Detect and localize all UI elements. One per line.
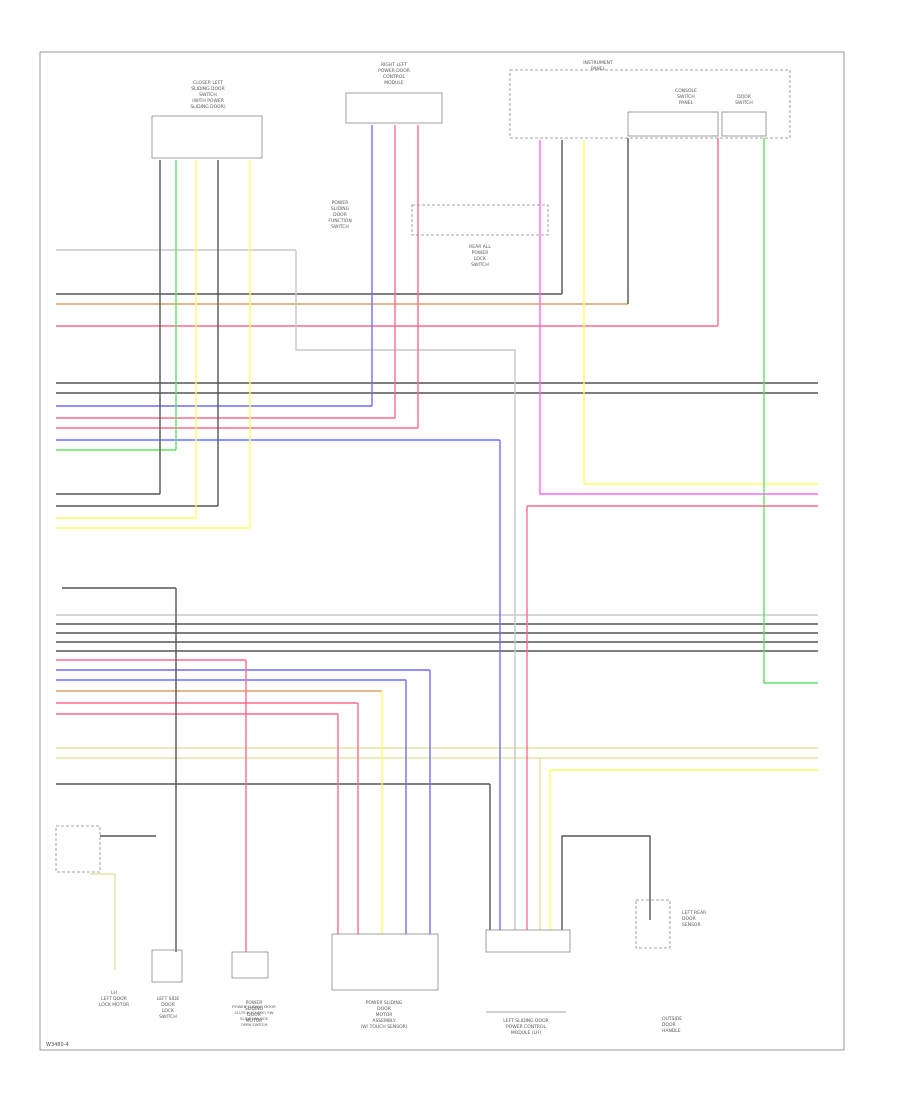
wire-v-ip3 [583,140,818,485]
footer-id: W3480-4 [46,1042,69,1048]
box-lh-lock [55,825,101,873]
wire-v-ip6 [763,138,818,684]
wire-v-r7 [561,835,651,930]
box-rear-lock-switch [411,204,549,236]
box-rear-sensor [635,899,671,949]
wire-v-sw-loop [295,250,516,784]
box-door-switch [721,111,767,137]
box-console-switch [627,111,719,137]
box-instrument-panel [509,69,791,139]
wires-layer [56,125,818,1013]
wire-v-r3 [526,505,818,930]
box-power-door-module [345,92,443,124]
box-left-door-switch [151,115,263,159]
box-door-lock-switch [151,949,183,983]
box-pod-motor [231,951,269,979]
diagram-border [39,51,845,1051]
wire-v-ip1 [539,140,818,495]
component-boxes-layer [55,69,791,991]
box-psd-motor-assembly [331,933,439,991]
box-sliding-door-module [485,929,571,953]
wire-v-r6 [549,769,818,930]
